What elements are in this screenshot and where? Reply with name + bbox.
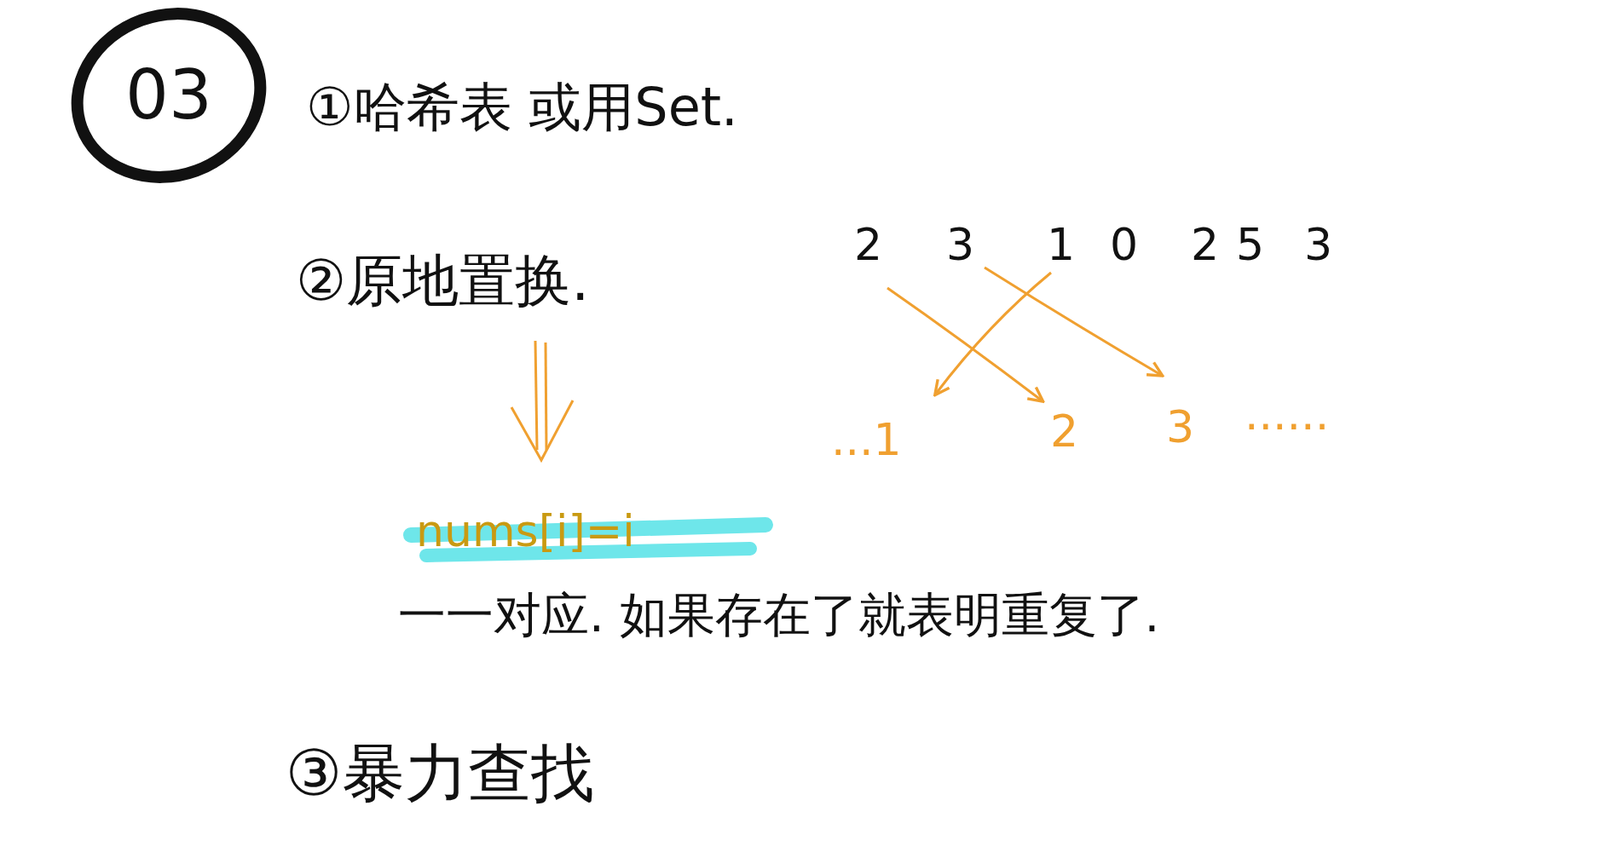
formula: nums[i]=i [415,504,636,558]
down-arrow [511,340,573,461]
array-value: 2 [1190,218,1219,272]
placed-value: 2 [1050,404,1079,458]
note-line: ③暴力查找 [285,735,595,812]
array-value: 3 [946,218,975,272]
note-line: ②原地置换. [295,247,590,315]
array-value: 3 [1304,218,1333,272]
placed-value: ...... [1244,387,1329,441]
placed-value: 3 [1166,400,1195,454]
note-line: 一一对应. 如果存在了就表明重复了. [398,586,1160,644]
array-value: 2 [854,218,883,272]
swap-arrows [887,267,1162,401]
note-line: ①哈希表 或用Set. [306,75,739,139]
array-value: 5 [1236,218,1265,272]
section-number: 03 [125,57,213,133]
placed-value: ...1 [831,413,902,467]
array-value: 1 [1046,218,1075,272]
circled-number: 03 [68,7,270,184]
array-value: 0 [1109,218,1138,272]
